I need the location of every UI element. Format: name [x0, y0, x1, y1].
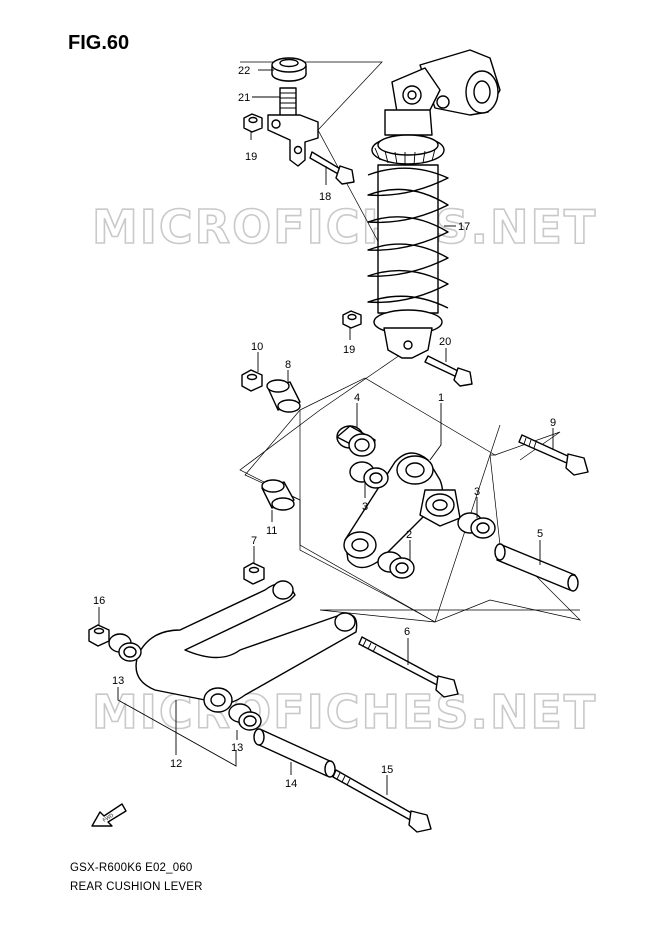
- bolt-20-icon[interactable]: [424, 355, 473, 387]
- sleeve-5-icon[interactable]: [494, 543, 579, 592]
- sleeve-14-icon[interactable]: [253, 728, 336, 778]
- callout-6: 6: [404, 626, 410, 638]
- callout-18: 18: [319, 191, 331, 203]
- callout-3-right: 3: [474, 486, 480, 498]
- nut-19-upper-icon[interactable]: [243, 113, 263, 133]
- bearing-13a-icon[interactable]: [108, 633, 142, 662]
- callout-21: 21: [238, 92, 250, 104]
- callout-22: 22: [238, 65, 250, 77]
- bearing-3b-icon[interactable]: [457, 512, 496, 539]
- bearing-2-icon[interactable]: [377, 551, 415, 579]
- cushion-rod-12-icon[interactable]: [135, 580, 358, 713]
- callout-16: 16: [93, 595, 105, 607]
- callout-14: 14: [285, 778, 297, 790]
- model-code: GSX-R600K6 E02_060: [70, 862, 193, 874]
- figure-caption: REAR CUSHION LEVER: [70, 881, 203, 893]
- callout-3-left: 3: [362, 501, 368, 513]
- callout-19-lower: 19: [343, 344, 355, 356]
- callout-11: 11: [266, 525, 277, 537]
- callout-5: 5: [537, 528, 543, 540]
- bolt-9-icon[interactable]: [518, 434, 589, 476]
- figure-title: FIG.60: [68, 32, 130, 54]
- bolt-6-icon[interactable]: [358, 636, 459, 698]
- bolt-18-icon[interactable]: [309, 151, 355, 185]
- cushion-lever-1-icon[interactable]: [343, 452, 461, 569]
- callout-19-upper: 19: [245, 151, 257, 163]
- leader-lines: [98, 69, 554, 795]
- callout-8: 8: [285, 359, 291, 371]
- nut-7-icon[interactable]: [243, 562, 265, 585]
- nut-19-lower-icon[interactable]: [342, 310, 362, 329]
- callout-labels: 22 21 19 18 17 19 20 10 8 4 1 9 3 3 11 2…: [93, 65, 556, 790]
- callout-9: 9: [550, 417, 556, 429]
- callout-15: 15: [381, 764, 393, 776]
- lever-group-outline: [299, 377, 497, 623]
- callout-20: 20: [439, 336, 451, 348]
- shock-absorber-17-icon[interactable]: [367, 49, 501, 359]
- callout-13-left: 13: [112, 675, 124, 687]
- bearing-13b-icon[interactable]: [228, 703, 262, 731]
- svg-text:FWD: FWD: [102, 812, 115, 823]
- fwd-arrow-icon: FWD: [91, 803, 127, 827]
- bearing-3a-icon[interactable]: [349, 461, 389, 489]
- callout-17: 17: [458, 221, 470, 233]
- watermark-top: MICROFICHES.NET: [92, 200, 597, 254]
- callout-1: 1: [438, 392, 444, 404]
- bearing-4-icon[interactable]: [336, 425, 376, 457]
- bracket-21-icon[interactable]: [267, 87, 319, 167]
- nut-16-icon[interactable]: [88, 624, 110, 647]
- callout-13-right: 13: [231, 742, 243, 754]
- callout-2: 2: [406, 529, 412, 541]
- callout-4: 4: [354, 392, 360, 404]
- callout-10: 10: [251, 341, 263, 353]
- spacer-11-icon[interactable]: [261, 479, 295, 511]
- nut-10-icon[interactable]: [241, 369, 263, 392]
- callout-12: 12: [170, 758, 182, 770]
- spacer-8-icon[interactable]: [266, 379, 301, 413]
- callout-7: 7: [251, 535, 257, 547]
- nut-22-icon[interactable]: [271, 57, 307, 82]
- bolt-15-icon[interactable]: [332, 769, 432, 833]
